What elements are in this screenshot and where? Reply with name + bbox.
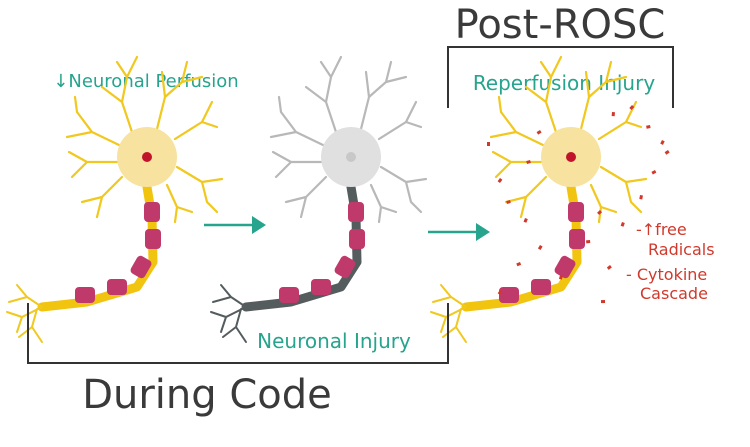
healthy-neuron xyxy=(6,55,224,343)
cytokine-line2: Cascade xyxy=(640,284,708,303)
free-radical-dot xyxy=(558,274,563,280)
free-radical-dot xyxy=(497,178,503,183)
reperfusion-injury-label: Reperfusion Injury xyxy=(473,71,656,95)
free-radicals-line2: Radicals xyxy=(648,240,715,259)
free-radical-dot xyxy=(497,290,503,295)
free-radical-dot xyxy=(664,149,670,155)
free-radical-dot xyxy=(586,239,591,244)
neuronal-perfusion-label: ↓Neuronal Perfusion xyxy=(53,71,238,92)
free-radical-dot xyxy=(526,160,531,165)
reperfused-nucleus xyxy=(566,152,576,162)
free-radical-dots xyxy=(487,105,670,304)
free-radicals-line1: -↑free xyxy=(636,220,687,239)
arrow-right-icon xyxy=(428,223,490,241)
free-radical-dot xyxy=(646,125,651,129)
free-radical-dot xyxy=(523,218,528,223)
reperfused-neuron xyxy=(430,55,648,343)
free-radical-dot xyxy=(611,111,615,117)
cytokine-line1: - Cytokine xyxy=(626,265,707,284)
free-radical-dot xyxy=(639,195,643,200)
free-radical-dot xyxy=(651,169,657,175)
free-radical-dot xyxy=(487,142,490,146)
free-radical-dot xyxy=(620,222,625,227)
free-radical-dot xyxy=(629,105,635,110)
free-radical-dot xyxy=(660,140,665,145)
free-radical-dot xyxy=(506,200,511,204)
healthy-nucleus xyxy=(142,152,152,162)
during-code-label: During Code xyxy=(82,372,332,418)
injured-neuron xyxy=(210,55,428,343)
neuronal-injury-label: Neuronal Injury xyxy=(257,329,411,353)
injured-nucleus xyxy=(346,152,356,162)
free-radical-dot xyxy=(537,245,543,250)
free-radical-dot xyxy=(597,210,603,215)
during-code-bracket xyxy=(27,303,449,364)
post-rosc-label: Post-ROSC xyxy=(455,2,666,48)
post-rosc-bracket xyxy=(447,46,674,108)
arrow-right-icon xyxy=(204,216,266,234)
free-radical-dot xyxy=(606,265,612,270)
free-radical-dot xyxy=(536,130,542,135)
free-radical-dot xyxy=(601,300,606,304)
free-radical-dot xyxy=(516,262,522,267)
